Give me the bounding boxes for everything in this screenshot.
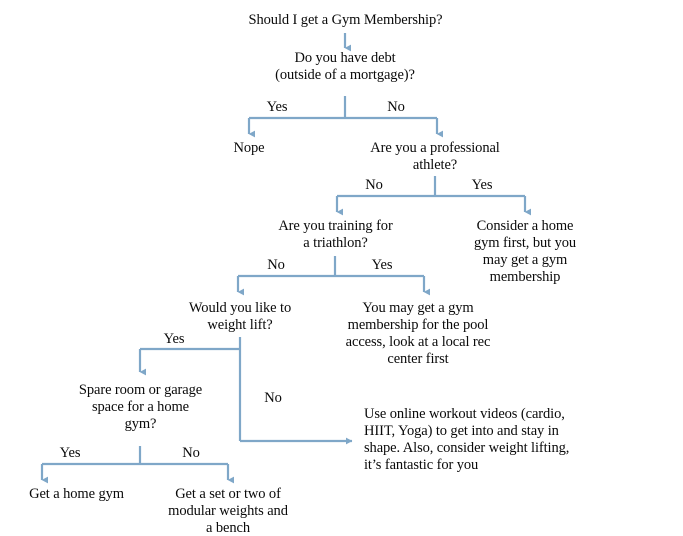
node-weight-lift: Would you like to weight lift? (188, 300, 292, 334)
edge-label-debt-no: No (387, 99, 405, 115)
node-root: Should I get a Gym Membership? (248, 12, 443, 28)
node-pool-access: You may get a gym membership for the poo… (345, 300, 491, 368)
edge-label-triathlon-yes: Yes (371, 257, 393, 273)
node-consider-home-gym: Consider a home gym first, but you may g… (473, 218, 577, 286)
edge-label-athlete-yes: Yes (471, 177, 493, 193)
edge-label-debt-yes: Yes (266, 99, 288, 115)
node-triathlon: Are you training for a triathlon? (278, 218, 393, 252)
edge-label-athlete-no: No (365, 177, 383, 193)
edge-label-lift-no: No (264, 390, 282, 406)
node-modular-weights: Get a set or two of modular weights and … (168, 486, 288, 536)
node-nope: Nope (233, 140, 265, 156)
node-online-videos: Use online workout videos (cardio, HIIT,… (364, 406, 570, 474)
node-spare-room: Spare room or garage space for a home gy… (78, 382, 203, 433)
edge-label-triathlon-no: No (267, 257, 285, 273)
node-home-gym: Get a home gym (29, 486, 124, 502)
node-debt: Do you have debt (outside of a mortgage)… (275, 50, 415, 84)
edge-label-spare-no: No (182, 445, 200, 461)
node-professional-athlete: Are you a professional athlete? (370, 140, 500, 174)
edge-label-lift-yes: Yes (163, 331, 185, 347)
edge-label-spare-yes: Yes (59, 445, 81, 461)
